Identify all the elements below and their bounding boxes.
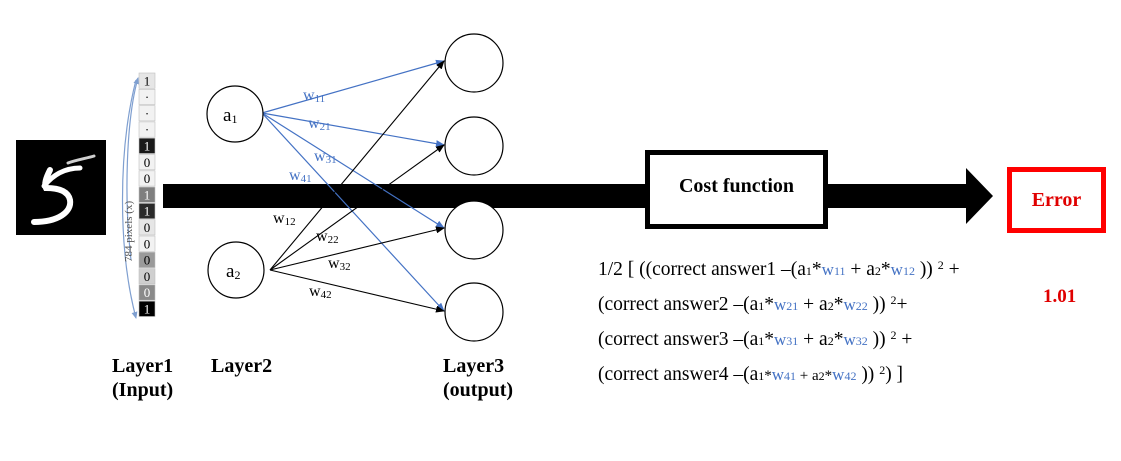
mnist-digit-image xyxy=(16,140,106,235)
node-a1-label: a1 xyxy=(223,105,237,126)
formula-line-3: (correct answer3 –(a1*w31 + a2*w32 )) 2 … xyxy=(598,328,913,350)
error-box: Error xyxy=(1007,167,1106,233)
edge-a2-o2 xyxy=(269,144,445,271)
pixel-cell xyxy=(138,268,156,285)
formula-line-2: (correct answer2 –(a1*w21 + a2*w22 )) 2+ xyxy=(598,293,908,315)
pixel-axis-label: 784 pixels (x) xyxy=(123,201,135,262)
pixel-cell xyxy=(138,89,156,105)
weight-w41-label: w41 xyxy=(289,167,312,185)
pixel-cell-value: 0 xyxy=(144,155,151,170)
pixel-cell xyxy=(138,300,156,317)
pixel-range-bracket xyxy=(121,79,138,319)
hidden-layer-label: Layer2 xyxy=(211,354,272,378)
output-layer-title: Layer3 xyxy=(443,355,505,377)
output-layer-label: Layer3 (output) xyxy=(443,354,513,402)
weight-w11-label: w11 xyxy=(303,87,325,105)
pixel-cell xyxy=(138,219,156,236)
pixel-cell-value: · xyxy=(145,90,149,105)
weight-w32-label: w32 xyxy=(328,255,351,273)
weight-w22-label: w22 xyxy=(316,228,339,246)
edge-a2-o3 xyxy=(269,226,445,271)
node-a2-label: a2 xyxy=(226,261,240,282)
weight-w31-label: w31 xyxy=(314,148,337,166)
pixel-cell-value: · xyxy=(145,122,149,137)
pixel-cell xyxy=(138,284,156,301)
output-layer-subtitle: (output) xyxy=(443,379,514,401)
pixel-cell xyxy=(138,170,156,187)
pixel-cell-value: · xyxy=(145,106,149,121)
pixel-cell xyxy=(138,203,156,219)
output-node-1 xyxy=(444,33,504,93)
cost-function-label: Cost function xyxy=(678,175,794,197)
edge-a2-o1 xyxy=(269,60,445,271)
pixel-cell-value: 1 xyxy=(144,187,151,202)
hidden-layer-title: Layer2 xyxy=(211,355,273,377)
pixel-cell xyxy=(138,154,156,171)
pixel-cell-value: 0 xyxy=(144,220,151,235)
pixel-cell-value: 0 xyxy=(144,253,151,268)
input-layer-title: Layer1 xyxy=(112,355,174,377)
edge-a1-o2 xyxy=(261,112,445,148)
pixel-cell-value: 0 xyxy=(144,285,151,300)
cost-function-box: Cost function xyxy=(645,150,828,229)
pixel-cell-value: 1 xyxy=(144,139,151,154)
weight-w21-label: w21 xyxy=(308,115,331,133)
formula-line-1: 1/2 [ ((correct answer1 –(a1*w11 + a2*w1… xyxy=(598,258,960,280)
pixel-cell xyxy=(138,252,156,268)
pixel-cell xyxy=(138,235,156,252)
a2-connections xyxy=(269,60,445,313)
flow-arrow-head xyxy=(966,168,993,224)
edge-a2-o4 xyxy=(269,269,445,313)
node-a2 xyxy=(207,241,265,299)
pixel-cell-value: 0 xyxy=(144,269,151,284)
pixel-cell xyxy=(138,121,156,138)
input-layer-label: Layer1 (Input) xyxy=(112,354,173,402)
cost-formula: 1/2 [ ((correct answer1 –(a1*w11 + a2*w1… xyxy=(598,251,960,391)
pixel-cell xyxy=(138,186,156,203)
output-node-4 xyxy=(444,282,504,342)
pixel-cell-value: 0 xyxy=(144,236,151,251)
output-node-3 xyxy=(444,200,504,260)
pixel-cell-value: 1 xyxy=(144,302,151,317)
weight-w12-label: w12 xyxy=(273,210,296,228)
pixel-cell xyxy=(138,72,156,89)
edge-a1-o1 xyxy=(261,59,445,114)
input-layer-subtitle: (Input) xyxy=(112,379,174,401)
pixel-cell xyxy=(138,105,156,122)
output-node-2 xyxy=(444,116,504,176)
pixel-cell-value: 1 xyxy=(144,73,151,88)
formula-line-4: (correct answer4 –(a1*w41 + a2*w42 )) 2)… xyxy=(598,363,904,385)
error-label: Error xyxy=(1031,188,1082,211)
pixel-cell xyxy=(138,137,156,154)
flow-arrow-shaft xyxy=(163,184,968,208)
pixel-cell-value: 0 xyxy=(144,171,151,186)
pixel-cell-value: 1 xyxy=(144,204,151,219)
weight-w42-label: w42 xyxy=(309,283,332,301)
error-value: 1.01 xyxy=(1043,286,1077,307)
edge-a1-o4 xyxy=(261,112,445,312)
node-a1 xyxy=(206,85,264,143)
pixel-range-bracket-up xyxy=(126,77,140,261)
